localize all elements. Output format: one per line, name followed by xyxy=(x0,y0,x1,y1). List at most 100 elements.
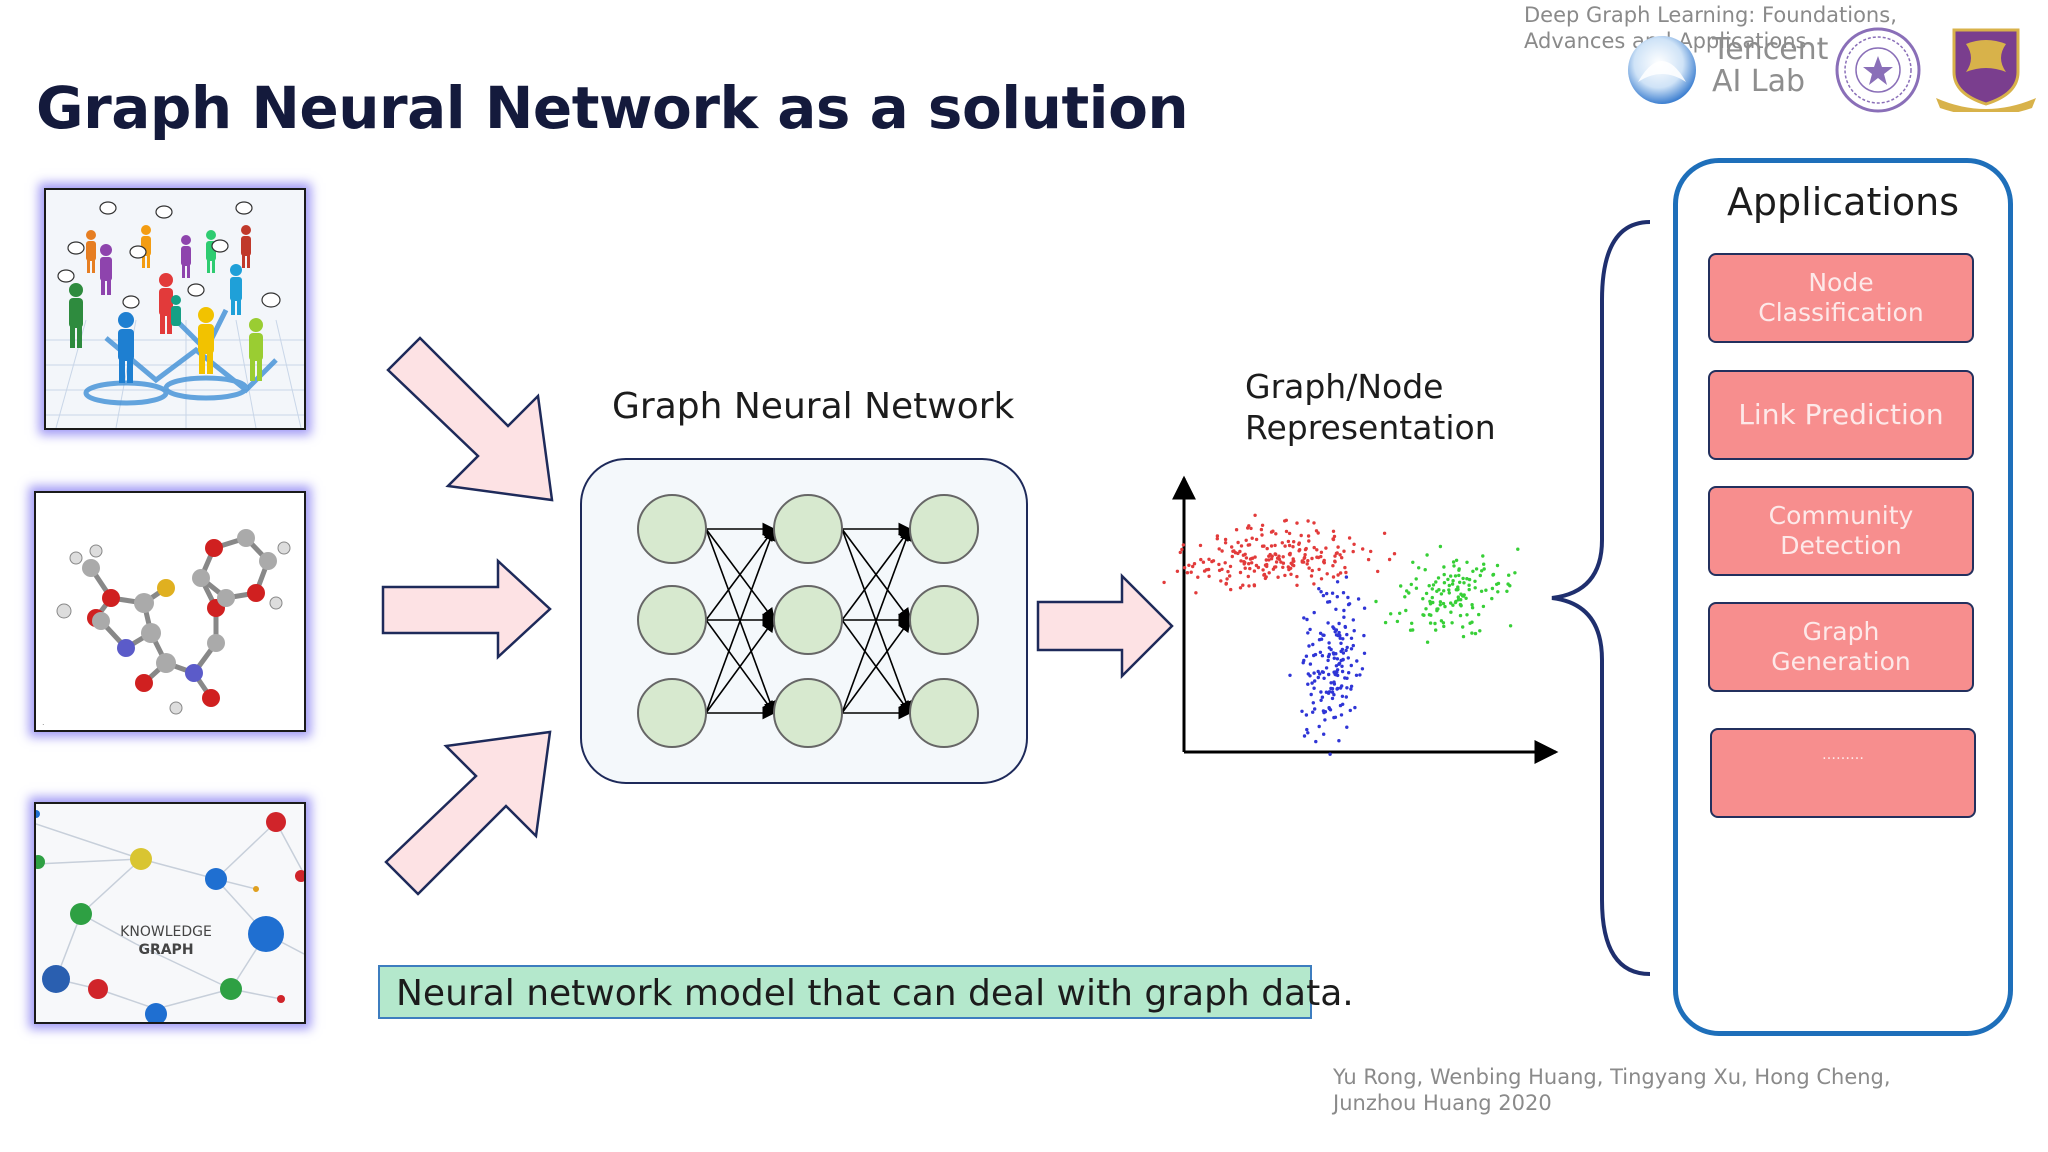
scatter-point xyxy=(1461,625,1465,629)
scatter-point xyxy=(1470,631,1474,635)
app-more-button[interactable]: ……… xyxy=(1710,728,1976,818)
scatter-point xyxy=(1313,707,1317,711)
scatter-point xyxy=(1403,595,1407,599)
applications-brace xyxy=(1551,220,1651,976)
scatter-point xyxy=(1453,574,1458,578)
scatter-point xyxy=(1473,586,1477,590)
app-graph-generation-button[interactable]: Graph Generation xyxy=(1708,602,1974,692)
scatter-point xyxy=(1465,560,1469,564)
scatter-point xyxy=(1326,621,1330,625)
scatter-point xyxy=(1408,628,1413,632)
authors-footer: Yu Rong, Wenbing Huang, Tingyang Xu, Hon… xyxy=(1333,1065,1891,1115)
scatter-point xyxy=(1334,664,1339,668)
app-community-detection-button[interactable]: Community Detection xyxy=(1708,486,1974,576)
scatter-point xyxy=(1428,621,1433,625)
scatter-point xyxy=(1226,569,1230,574)
app-link-prediction-button[interactable]: Link Prediction xyxy=(1708,370,1974,460)
tencent-ai-lab-logo-icon xyxy=(1628,36,1696,104)
scatter-point xyxy=(1304,546,1308,551)
scatter-point xyxy=(1261,568,1265,572)
scatter-point xyxy=(1319,590,1323,594)
scatter-point xyxy=(1376,569,1380,574)
scatter-point xyxy=(1439,619,1444,623)
scatter-point xyxy=(1323,718,1327,722)
scatter-point xyxy=(1334,628,1339,632)
scatter-point xyxy=(1225,577,1229,581)
scatter-point xyxy=(1274,552,1278,557)
scatter-point xyxy=(1287,552,1292,556)
scatter-point xyxy=(1308,674,1312,678)
scatter-point xyxy=(1334,652,1338,656)
scatter-point xyxy=(1306,559,1310,563)
scatter-point xyxy=(1344,575,1349,579)
knowledge-graph-image: KNOWLEDGE GRAPH xyxy=(34,802,306,1024)
scatter-point xyxy=(1340,647,1345,652)
scatter-point xyxy=(1459,598,1463,602)
scatter-point xyxy=(1336,633,1340,638)
scatter-point xyxy=(1262,544,1266,548)
scatter-point xyxy=(1230,554,1235,559)
scatter-point xyxy=(1395,619,1400,624)
scatter-point xyxy=(1457,573,1461,578)
scatter-point xyxy=(1311,642,1315,647)
scatter-point xyxy=(1321,633,1325,637)
scatter-point xyxy=(1287,531,1292,536)
scatter-point xyxy=(1310,681,1314,685)
scatter-point xyxy=(1312,545,1316,550)
scatter-point xyxy=(1307,644,1311,648)
scatter-point xyxy=(1327,690,1332,694)
scatter-point xyxy=(1451,603,1455,607)
scatter-point xyxy=(1322,710,1326,715)
scatter-point xyxy=(1306,682,1310,686)
scatter-point xyxy=(1326,658,1330,663)
scatter-point xyxy=(1295,521,1299,525)
scatter-point xyxy=(1217,547,1221,551)
scatter-point xyxy=(1362,606,1367,610)
scatter-point xyxy=(1220,549,1224,553)
scatter-point xyxy=(1274,560,1279,564)
scatter-point xyxy=(1349,647,1354,651)
scatter-point xyxy=(1267,558,1271,562)
scatter-point xyxy=(1322,558,1326,563)
slide-title: Graph Neural Network as a solution xyxy=(36,74,1189,142)
scatter-point xyxy=(1264,558,1269,562)
scatter-point xyxy=(1467,587,1471,592)
scatter-point xyxy=(1346,656,1351,660)
arrow-molecule-to-gnn xyxy=(381,558,552,660)
scatter-point xyxy=(1351,549,1355,554)
scatter-point xyxy=(1325,572,1329,576)
scatter-point xyxy=(1461,594,1466,598)
scatter-point xyxy=(1508,624,1513,628)
scatter-point xyxy=(1283,573,1287,578)
scatter-point xyxy=(1343,625,1348,629)
scatter-point xyxy=(1335,595,1340,599)
scatter-point xyxy=(1344,570,1348,575)
scatter-point xyxy=(1310,568,1315,573)
scatter-point xyxy=(1351,618,1356,622)
scatter-point xyxy=(1470,606,1475,610)
scatter-point xyxy=(1332,626,1336,631)
scatter-point xyxy=(1320,670,1325,674)
scatter-point xyxy=(1289,572,1293,576)
scatter-point xyxy=(1407,591,1411,595)
scatter-point xyxy=(1362,633,1366,638)
scatter-point xyxy=(1238,586,1243,590)
social-network-icon xyxy=(46,190,304,428)
scatter-point xyxy=(1345,645,1349,650)
scatter-point xyxy=(1189,570,1193,574)
scatter-point xyxy=(1339,713,1344,717)
scatter-point xyxy=(1280,541,1285,545)
scatter-point xyxy=(1223,537,1228,542)
scatter-point xyxy=(1327,641,1331,645)
scatter-point xyxy=(1217,562,1221,567)
social-network-image xyxy=(44,188,306,430)
scatter-point xyxy=(1339,658,1343,663)
scatter-point xyxy=(1435,607,1439,611)
scatter-point xyxy=(1342,549,1346,553)
scatter-point xyxy=(1230,545,1234,549)
scatter-point xyxy=(1414,577,1418,581)
app-node-classification-button[interactable]: Node Classification xyxy=(1708,253,1974,343)
scatter-point xyxy=(1273,565,1277,569)
scatter-point xyxy=(1383,620,1388,625)
